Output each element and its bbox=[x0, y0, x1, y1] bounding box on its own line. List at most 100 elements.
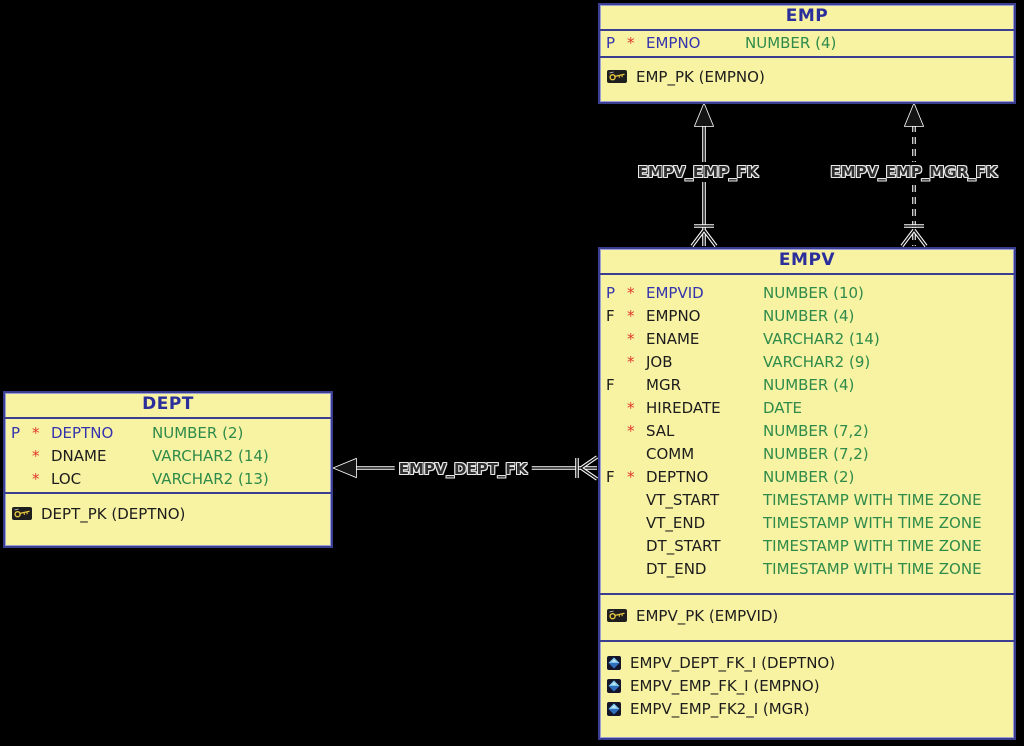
fk-flag: F bbox=[606, 468, 615, 486]
index-row: EMPV_EMP_FK_I (EMPNO) bbox=[600, 674, 1014, 697]
column-row: P * EMPVID NUMBER (10) bbox=[600, 282, 1014, 305]
column-name: DEPTNO bbox=[646, 468, 709, 486]
column-name: MGR bbox=[646, 376, 681, 394]
table-dept-keys: DEPT_PK (DEPTNO) bbox=[5, 494, 331, 546]
column-type: NUMBER (4) bbox=[763, 307, 855, 325]
column-type: NUMBER (4) bbox=[763, 376, 855, 394]
column-type: TIMESTAMP WITH TIME ZONE bbox=[763, 514, 982, 532]
fk-flag: F bbox=[606, 307, 615, 325]
column-row: DT_END TIMESTAMP WITH TIME ZONE bbox=[600, 558, 1014, 581]
pk-flag: P bbox=[606, 34, 616, 52]
column-row: P * EMPNO NUMBER (4) bbox=[600, 32, 1014, 55]
table-empv[interactable]: EMPV P * EMPVID NUMBER (10) F * EMPNO NU… bbox=[598, 247, 1016, 740]
column-row: VT_START TIMESTAMP WITH TIME ZONE bbox=[600, 489, 1014, 512]
column-type: NUMBER (7,2) bbox=[763, 445, 869, 463]
column-name: VT_END bbox=[646, 514, 706, 532]
relationship-label-empv-dept-fk[interactable]: EMPV_DEPT_FK bbox=[394, 459, 532, 479]
column-name: JOB bbox=[646, 353, 673, 371]
relationship-label-empv-emp-mgr-fk[interactable]: EMPV_EMP_MGR_FK bbox=[826, 162, 1002, 182]
column-type: TIMESTAMP WITH TIME ZONE bbox=[763, 537, 982, 555]
pk-label: EMPV_PK (EMPVID) bbox=[636, 606, 779, 625]
column-name: HIREDATE bbox=[646, 399, 721, 417]
column-name: EMPNO bbox=[646, 34, 701, 52]
column-type: NUMBER (4) bbox=[745, 34, 837, 52]
column-row: COMM NUMBER (7,2) bbox=[600, 443, 1014, 466]
column-type: VARCHAR2 (14) bbox=[152, 447, 269, 465]
table-dept-columns: P * DEPTNO NUMBER (2) * DNAME VARCHAR2 (… bbox=[5, 419, 331, 494]
table-dept[interactable]: DEPT P * DEPTNO NUMBER (2) * DNAME VARCH… bbox=[3, 391, 333, 548]
column-name: COMM bbox=[646, 445, 695, 463]
column-type: NUMBER (2) bbox=[152, 424, 244, 442]
pk-row: EMP_PK (EMPNO) bbox=[600, 65, 1014, 88]
column-type: VARCHAR2 (13) bbox=[152, 470, 269, 488]
pk-flag: P bbox=[606, 284, 616, 302]
pk-label: EMP_PK (EMPNO) bbox=[636, 67, 765, 86]
column-type: TIMESTAMP WITH TIME ZONE bbox=[763, 491, 982, 509]
index-icon bbox=[607, 655, 621, 670]
index-label: EMPV_DEPT_FK_I (DEPTNO) bbox=[630, 653, 836, 672]
pk-row: DEPT_PK (DEPTNO) bbox=[5, 502, 331, 525]
column-row: DT_START TIMESTAMP WITH TIME ZONE bbox=[600, 535, 1014, 558]
column-name: VT_START bbox=[646, 491, 720, 509]
relationship-label-empv-emp-fk[interactable]: EMPV_EMP_FK bbox=[633, 162, 763, 182]
column-row: P * DEPTNO NUMBER (2) bbox=[5, 422, 331, 445]
column-type: NUMBER (10) bbox=[763, 284, 864, 302]
table-empv-title: EMPV bbox=[600, 249, 1014, 275]
table-emp-columns: P * EMPNO NUMBER (4) bbox=[600, 31, 1014, 58]
required-marker: * bbox=[32, 424, 40, 442]
pk-flag: P bbox=[11, 424, 21, 442]
column-type: NUMBER (7,2) bbox=[763, 422, 869, 440]
fk-flag: F bbox=[606, 376, 615, 394]
column-name: DNAME bbox=[51, 447, 107, 465]
table-dept-title: DEPT bbox=[5, 393, 331, 419]
index-row: EMPV_DEPT_FK_I (DEPTNO) bbox=[600, 651, 1014, 674]
column-type: NUMBER (2) bbox=[763, 468, 855, 486]
required-marker: * bbox=[32, 470, 40, 488]
index-row: EMPV_EMP_FK2_I (MGR) bbox=[600, 697, 1014, 720]
key-icon bbox=[607, 70, 627, 83]
column-row: * DNAME VARCHAR2 (14) bbox=[5, 445, 331, 468]
column-row: * HIREDATE DATE bbox=[600, 397, 1014, 420]
index-icon bbox=[607, 701, 621, 716]
required-marker: * bbox=[627, 399, 635, 417]
table-emp-keys: EMP_PK (EMPNO) bbox=[600, 58, 1014, 102]
column-row: F * EMPNO NUMBER (4) bbox=[600, 305, 1014, 328]
required-marker: * bbox=[32, 447, 40, 465]
column-row: * JOB VARCHAR2 (9) bbox=[600, 351, 1014, 374]
column-row: F MGR NUMBER (4) bbox=[600, 374, 1014, 397]
required-marker: * bbox=[627, 330, 635, 348]
required-marker: * bbox=[627, 353, 635, 371]
column-name: DT_START bbox=[646, 537, 721, 555]
column-name: DEPTNO bbox=[51, 424, 114, 442]
column-row: F * DEPTNO NUMBER (2) bbox=[600, 466, 1014, 489]
column-row: * SAL NUMBER (7,2) bbox=[600, 420, 1014, 443]
column-name: DT_END bbox=[646, 560, 707, 578]
crow-foot bbox=[575, 455, 599, 481]
key-icon bbox=[12, 507, 32, 520]
column-type: TIMESTAMP WITH TIME ZONE bbox=[763, 560, 982, 578]
table-emp[interactable]: EMP P * EMPNO NUMBER (4) EMP_PK (EMPNO) bbox=[598, 3, 1016, 104]
crow-foot bbox=[690, 224, 718, 248]
required-marker: * bbox=[627, 34, 635, 52]
pk-row: EMPV_PK (EMPVID) bbox=[600, 604, 1014, 627]
required-marker: * bbox=[627, 468, 635, 486]
index-icon bbox=[607, 678, 621, 693]
index-label: EMPV_EMP_FK_I (EMPNO) bbox=[630, 676, 820, 695]
table-emp-title: EMP bbox=[600, 5, 1014, 31]
column-type: DATE bbox=[763, 399, 803, 417]
table-empv-columns: P * EMPVID NUMBER (10) F * EMPNO NUMBER … bbox=[600, 275, 1014, 595]
required-marker: * bbox=[627, 422, 635, 440]
required-marker: * bbox=[627, 307, 635, 325]
column-row: * LOC VARCHAR2 (13) bbox=[5, 468, 331, 491]
column-row: * ENAME VARCHAR2 (14) bbox=[600, 328, 1014, 351]
table-empv-indexes: EMPV_DEPT_FK_I (DEPTNO) EMPV_EMP_FK_I (E… bbox=[600, 640, 1014, 738]
key-icon bbox=[607, 609, 627, 622]
table-empv-keys: EMPV_PK (EMPVID) bbox=[600, 595, 1014, 640]
column-name: SAL bbox=[646, 422, 675, 440]
column-name: ENAME bbox=[646, 330, 700, 348]
column-name: LOC bbox=[51, 470, 82, 488]
required-marker: * bbox=[627, 284, 635, 302]
pk-label: DEPT_PK (DEPTNO) bbox=[41, 504, 186, 523]
column-name: EMPNO bbox=[646, 307, 701, 325]
crow-foot bbox=[900, 224, 928, 248]
